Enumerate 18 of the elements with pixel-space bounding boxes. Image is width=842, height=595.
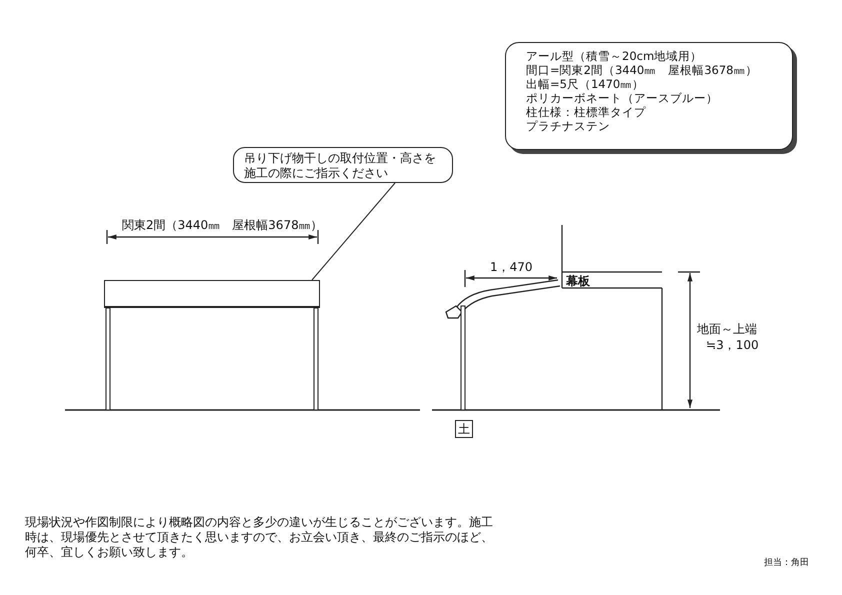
roof-panel [104, 280, 320, 308]
spec-text: 間口=関東2間（3440㎜ 屋根幅3678㎜） [526, 63, 758, 77]
callout-box [233, 147, 453, 183]
dimension-label: 関東2間（3440㎜ 屋根幅3678㎜） [122, 218, 323, 232]
part-label: 幕板 [566, 274, 590, 288]
dimension-label: 1，470 [490, 260, 533, 274]
staff-label: 担当：角田 [764, 556, 809, 570]
spec-text: プラチナステン [526, 119, 611, 133]
note-text: 現場状況や作図制限により概略図の内容と多少の違いが生じることがございます。施工時は、現場優先とさせて頂きたく思いますので、お立会い頂き、最終のご指示のほど、何卒、宜しくお願い致します。 [25, 515, 494, 560]
spec-text: 出幅=5尺（1470㎜） [526, 77, 646, 91]
spec-text: ポリカーボネート（アースブルー） [526, 91, 719, 105]
height-label: 地面～上端 [697, 322, 757, 336]
ground-symbol: 土 [455, 420, 473, 438]
leader-line [312, 182, 396, 280]
dimension-label: ≒3，100 [706, 338, 759, 352]
callout-text: 吊り下げ物干しの取付位置・高さを施工の際にご指示ください [244, 151, 437, 181]
spec-text: 柱仕様：柱標準タイプ [526, 105, 647, 119]
spec-text: アール型（積雪～20cm地域用） [526, 49, 704, 63]
